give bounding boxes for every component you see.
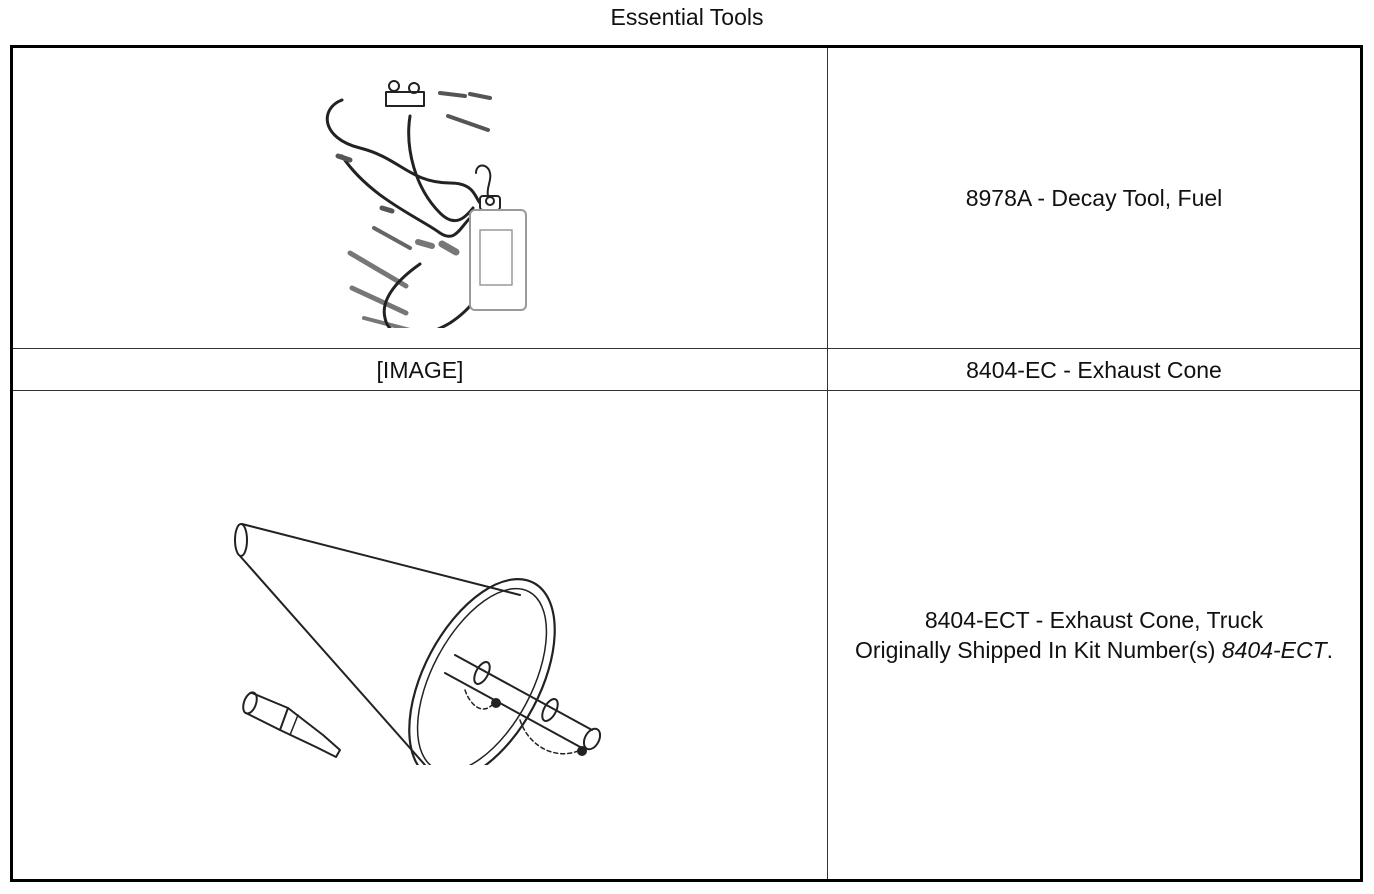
kit-suffix: . — [1326, 637, 1334, 663]
tool-description: 8404-ECT - Exhaust Cone, Truck Originall… — [855, 605, 1333, 665]
essential-tools-table: 8978A - Decay Tool, Fuel [IMAGE] 8404-EC… — [10, 45, 1363, 882]
kit-info: Originally Shipped In Kit Number(s) 8404… — [855, 635, 1333, 665]
tool-description: 8978A - Decay Tool, Fuel — [965, 185, 1223, 211]
kit-number: 8404-ECT — [1221, 637, 1327, 663]
row-divider — [13, 390, 1360, 391]
image-placeholder: [IMAGE] — [376, 356, 464, 383]
fuel-decay-tool-illustration-icon — [325, 80, 527, 328]
exhaust-cone-truck-illustration-icon — [234, 523, 602, 765]
tool-description-cell: 8404-ECT - Exhaust Cone, Truck Originall… — [828, 391, 1360, 879]
tool-description-cell: 8978A - Decay Tool, Fuel — [828, 48, 1360, 348]
tool-title: 8404-ECT - Exhaust Cone, Truck — [924, 607, 1264, 633]
tool-image-cell — [13, 391, 827, 879]
tool-image-cell — [13, 48, 827, 348]
kit-prefix: Originally Shipped In Kit Number(s) — [854, 637, 1222, 663]
tool-description: 8404-EC - Exhaust Cone — [966, 356, 1222, 383]
table-caption: Essential Tools — [610, 4, 764, 30]
tool-description-cell: 8404-EC - Exhaust Cone — [828, 349, 1360, 390]
tool-image-cell: [IMAGE] — [13, 349, 827, 390]
row-divider — [13, 348, 1360, 349]
column-divider — [827, 48, 828, 879]
